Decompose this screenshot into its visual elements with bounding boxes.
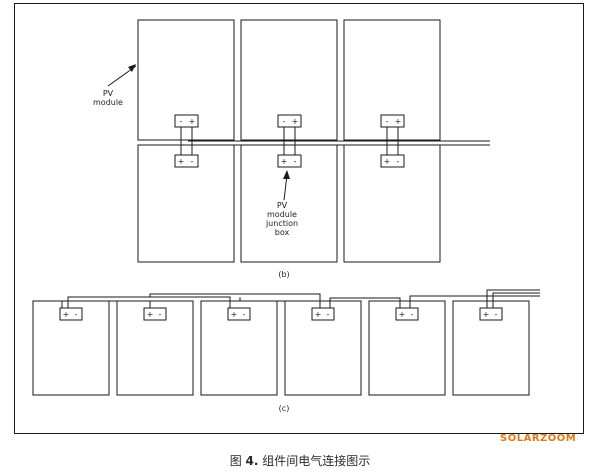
arrow-pv-module-head (128, 64, 136, 72)
caption-text: 组件间电气连接图示 (262, 454, 371, 468)
terminal-plus-b-bottom-2: + (281, 157, 288, 166)
junction-box-b-bottom-1 (174, 154, 199, 168)
terminal-plus-c-3: + (231, 310, 238, 319)
junction-box-b-top-3 (380, 114, 405, 128)
terminal-plus-c-6: + (483, 310, 490, 319)
terminal-minus-b-top-3: - (386, 117, 389, 126)
panel-b-label: (b) (278, 270, 290, 279)
terminal-minus-c-4: - (327, 310, 330, 319)
terminal-minus-b-bottom-1: - (191, 157, 194, 166)
junction-box-b-top-2 (277, 114, 302, 128)
junction-box-b-bottom-3 (380, 154, 405, 168)
junction-box-c-4 (311, 307, 335, 321)
terminal-minus-c-5: - (411, 310, 414, 319)
pv-module-label-line-2: module (93, 98, 123, 107)
terminal-minus-b-bottom-3: - (397, 157, 400, 166)
junction-box-label-line-4: box (274, 228, 290, 237)
junction-box-c-6 (479, 307, 503, 321)
terminal-plus-b-bottom-3: + (384, 157, 391, 166)
terminal-minus-c-6: - (495, 310, 498, 319)
terminal-plus-c-4: + (315, 310, 322, 319)
caption-number: 4. (245, 454, 259, 468)
wire-c-6 (409, 295, 540, 308)
junction-box-b-bottom-2 (277, 154, 302, 168)
junction-box-c-1 (59, 307, 83, 321)
pv-module-label-line-1: PV (102, 89, 114, 98)
junction-box-label-line-2: module (267, 210, 297, 219)
figure-frame (14, 3, 584, 434)
wire-c-7 (486, 289, 540, 308)
terminal-plus-c-2: + (147, 310, 154, 319)
terminal-minus-b-top-2: - (283, 117, 286, 126)
figure-caption: 图 4. 组件间电气连接图示 (0, 452, 600, 469)
junction-box-c-5 (395, 307, 419, 321)
caption-prefix: 图 (229, 454, 242, 468)
junction-box-b-top-1 (174, 114, 199, 128)
terminal-plus-b-top-3: + (395, 117, 402, 126)
arrow-junction-box-head (283, 170, 290, 179)
terminal-plus-b-top-2: + (292, 117, 299, 126)
junction-box-c-3 (227, 307, 251, 321)
terminal-minus-b-bottom-2: - (294, 157, 297, 166)
wire-c-4 (239, 297, 320, 302)
wire-c-1 (61, 300, 151, 308)
junction-box-label-line-1: PV (276, 201, 288, 210)
terminal-minus-c-2: - (159, 310, 162, 319)
terminal-plus-b-top-1: + (189, 117, 196, 126)
junction-box-label-line-3: junction (265, 219, 299, 228)
terminal-minus-c-1: - (75, 310, 78, 319)
junction-box-label: PV module junction box (262, 201, 302, 237)
arrow-junction-box-shaft (283, 174, 288, 201)
wire-c-2 (67, 296, 231, 308)
terminal-plus-c-1: + (63, 310, 70, 319)
terminal-minus-c-3: - (243, 310, 246, 319)
panel-c-label: (c) (278, 404, 290, 413)
terminal-minus-b-top-1: - (180, 117, 183, 126)
wire-c-8 (492, 292, 540, 308)
pv-module-c-1 (32, 300, 110, 396)
junction-box-c-2 (143, 307, 167, 321)
solarzoom-watermark: SOLARZOOM (500, 433, 577, 444)
terminal-plus-c-5: + (399, 310, 406, 319)
pv-module-b-r2-2 (240, 144, 338, 263)
pv-module-label: PV module (86, 89, 130, 107)
terminal-plus-b-bottom-1: + (178, 157, 185, 166)
wire-c-5 (329, 297, 401, 308)
